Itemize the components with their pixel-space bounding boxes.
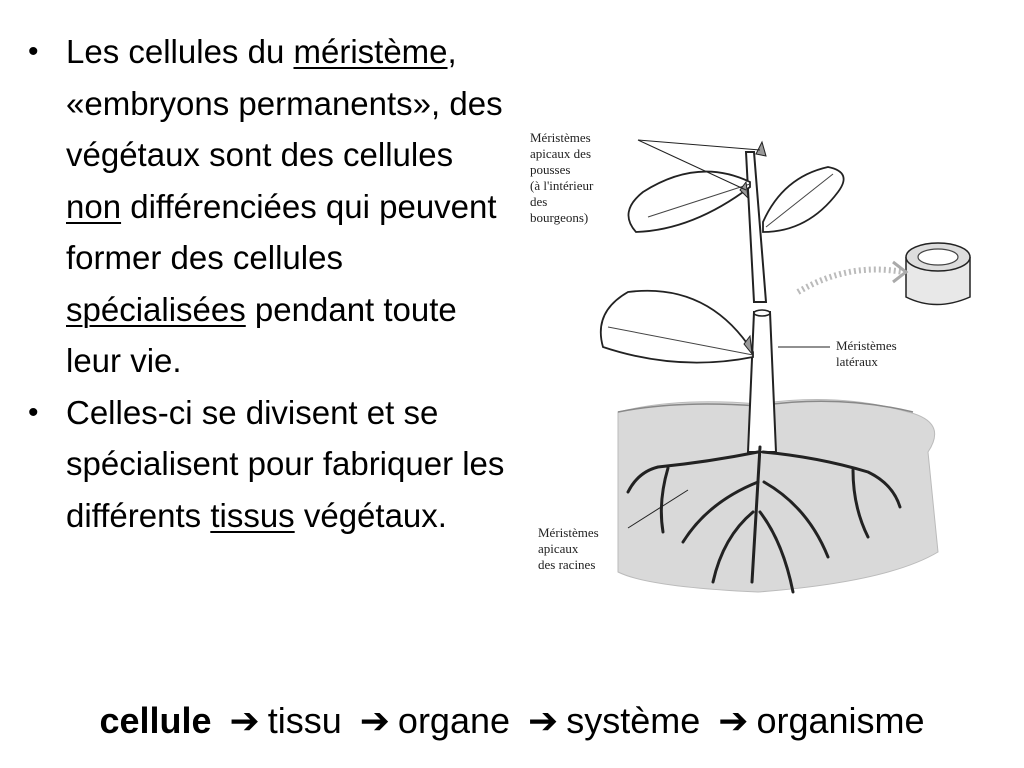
bud-left <box>739 180 749 200</box>
chain-organe: organe <box>397 700 511 741</box>
b1-p2: , «embryons permanents», des végétaux so… <box>66 33 503 173</box>
b2-p2: végétaux. <box>294 496 447 534</box>
bullet-item-2: • Celles-ci se divisent et se spécialise… <box>22 387 510 542</box>
meristem-cylinder <box>905 242 971 306</box>
chain-systeme: système <box>566 700 701 741</box>
bullet-item-1: • Les cellules du méristème, «embryons p… <box>22 26 510 387</box>
bud-mid <box>743 334 753 356</box>
stem-lower <box>746 311 778 453</box>
b1-p3: non <box>66 187 122 225</box>
chain-cellule: cellule <box>99 700 212 741</box>
organization-chain: cellule ➔tissu ➔organe ➔système ➔organis… <box>0 700 1024 742</box>
stem-cut-top <box>753 309 771 317</box>
roots <box>626 445 902 594</box>
arrow-icon: ➔ <box>718 700 749 741</box>
label-shoot-line: des <box>530 194 547 209</box>
arrow-icon: ➔ <box>359 700 390 741</box>
label-lateral-line: Méristèmes <box>836 338 897 353</box>
arrow-icon: ➔ <box>528 700 559 741</box>
chain-organisme: organisme <box>756 700 925 741</box>
label-shoot-line: apicaux des <box>530 146 591 161</box>
label-root-line: des racines <box>538 557 595 572</box>
bullet-dot: • <box>28 35 39 68</box>
leaf-right-top <box>762 166 845 233</box>
soil <box>617 399 939 593</box>
b1-p5: spécialisées <box>66 290 246 328</box>
b2-p0: Celles-ci se divisent et se spécialisent… <box>66 393 505 534</box>
label-shoot-meristem: Méristèmes apicaux des pousses (à l'inté… <box>530 130 597 225</box>
cylinder-arrow <box>796 266 904 295</box>
leaf-left-top <box>627 170 751 233</box>
b2-p1: tissus <box>210 496 295 534</box>
arrow-icon: ➔ <box>229 700 260 741</box>
stem-upper <box>744 151 768 303</box>
plant-meristem-illustration: Méristèmes apicaux des pousses (à l'inté… <box>530 130 971 594</box>
label-lateral-line: latéraux <box>836 354 878 369</box>
label-shoot-line: bourgeons) <box>530 210 588 225</box>
bullet-dot: • <box>28 395 39 429</box>
label-root-line: apicaux <box>538 541 579 556</box>
label-shoot-line: (à l'intérieur <box>530 178 594 193</box>
label-lateral-meristem: Méristèmes latéraux <box>836 338 900 369</box>
leader-lines <box>627 139 830 529</box>
label-shoot-line: Méristèmes <box>530 130 591 145</box>
b1-p0: Les cellules du <box>66 33 294 70</box>
bud-top <box>755 140 767 157</box>
chain-tissu: tissu <box>267 700 342 741</box>
leaf-left-mid <box>599 289 754 364</box>
bullet-list: • Les cellules du méristème, «embryons p… <box>22 26 510 541</box>
b1-p1: méristème <box>293 33 448 70</box>
label-root-line: Méristèmes <box>538 525 599 540</box>
label-root-meristem: Méristèmes apicaux des racines <box>538 525 602 572</box>
label-shoot-line: pousses <box>530 162 570 177</box>
b1-p4: différenciées qui peuvent former des cel… <box>66 187 497 277</box>
b1-p6: pendant toute leur vie. <box>66 290 457 380</box>
